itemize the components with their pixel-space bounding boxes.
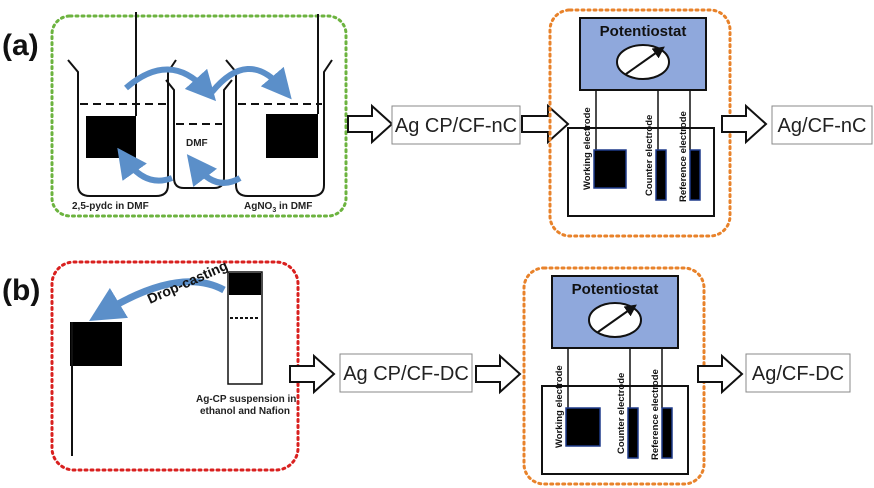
- meter-needle-icon: [597, 304, 637, 333]
- drop-casting-label: Drop-casting: [145, 257, 230, 307]
- process-arrow-icon: [475, 353, 522, 395]
- potentiostat-a: Potentiostat: [579, 17, 707, 91]
- curved-arrow-icon: [117, 147, 174, 184]
- reference-electrode-a-label: Reference electrode: [678, 111, 689, 202]
- process-arrow-icon: [721, 103, 768, 145]
- suspension-label-line2: ethanol and Nafion: [200, 406, 290, 417]
- potentiostat-a-label: Potentiostat: [600, 23, 687, 40]
- reference-electrode-b: [661, 407, 673, 459]
- suspension-label-line1: Ag-CP suspension in: [196, 394, 296, 405]
- product-box-b1: [339, 353, 473, 393]
- carbon-felt-left: [86, 116, 136, 158]
- transfer-arrows: [117, 66, 292, 188]
- carbon-felt-b: [70, 322, 122, 366]
- curved-arrow-icon: [124, 66, 217, 102]
- counter-electrode-a-label: Counter electrode: [644, 115, 655, 196]
- working-electrode-a-label: Working electrode: [582, 107, 593, 190]
- electrolyte-cell-b: [541, 385, 689, 475]
- suspension-vial: [227, 271, 263, 385]
- drop-casting-arrow-icon: [89, 278, 226, 322]
- electrolyte-cell-a: [567, 127, 715, 217]
- product-a1-label: Ag CP/CF-nC: [395, 115, 517, 137]
- process-arrow-icon: [289, 353, 336, 395]
- curved-arrow-icon: [209, 66, 292, 100]
- potentiostat-b-label: Potentiostat: [572, 281, 659, 298]
- right-beaker: [225, 14, 333, 197]
- process-arrow-icon: [521, 103, 570, 145]
- panel-b-label: (b): [2, 274, 40, 307]
- process-arrow-icon: [697, 353, 744, 395]
- working-electrode-b-label: Working electrode: [554, 365, 565, 448]
- curved-arrow-icon: [186, 154, 242, 188]
- working-electrode-a: [593, 149, 627, 189]
- working-electrode-b: [565, 407, 601, 447]
- product-a2-label: Ag/CF-nC: [778, 115, 867, 137]
- meter-needle-icon: [625, 46, 665, 75]
- left-beaker: [67, 12, 177, 197]
- panel-a-label: (a): [2, 29, 39, 62]
- product-b1-label: Ag CP/CF-DC: [343, 363, 469, 385]
- product-box-b2: [745, 353, 851, 393]
- middle-beaker-label: DMF: [186, 138, 208, 149]
- reference-electrode-b-label: Reference electrode: [650, 369, 661, 460]
- synthesis-container: [50, 14, 348, 218]
- potentiostat-b: Potentiostat: [551, 275, 679, 349]
- process-arrow-icon: [347, 103, 394, 145]
- counter-electrode-b: [627, 407, 639, 459]
- right-beaker-label: AgNO3 in DMF: [244, 201, 312, 214]
- left-beaker-label: 2,5-pydc in DMF: [72, 201, 149, 212]
- carbon-felt-right: [266, 114, 318, 158]
- product-box-a1: [391, 105, 521, 145]
- counter-electrode-b-label: Counter electrode: [616, 373, 627, 454]
- counter-electrode-a: [655, 149, 667, 201]
- product-box-a2: [771, 105, 873, 145]
- reference-electrode-a: [689, 149, 701, 201]
- product-b2-label: Ag/CF-DC: [752, 363, 844, 385]
